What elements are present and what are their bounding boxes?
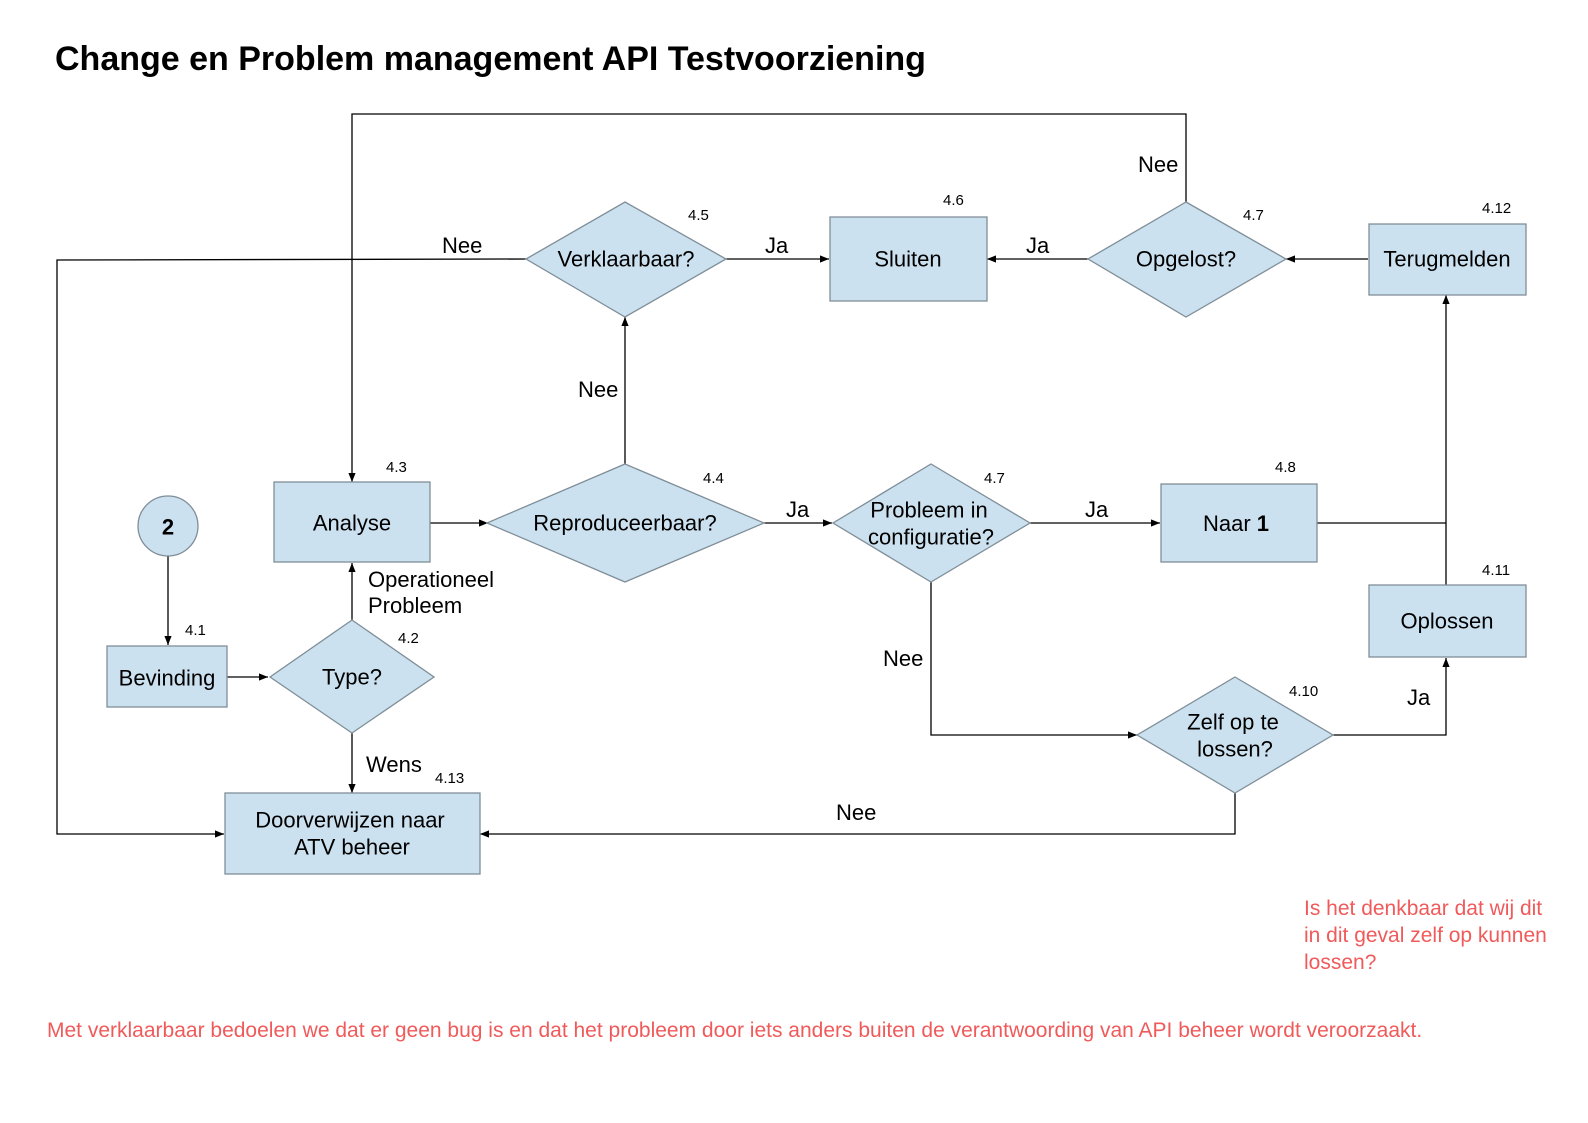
- edge-label-repro-nee: Nee: [578, 377, 618, 402]
- zelfop-diamond: [1135, 676, 1335, 794]
- type-label: Type?: [322, 665, 382, 690]
- start-connector-node: [137, 495, 199, 557]
- connectors: [56, 113, 1450, 838]
- edge-label-zelf-nee: Nee: [836, 800, 876, 825]
- analyse-number: 4.3: [386, 459, 407, 476]
- reproduceerbaar-diamond: [485, 463, 766, 583]
- zelfop-number: 4.10: [1289, 683, 1318, 700]
- verklaarbaar-label: Verklaarbaar?: [558, 247, 695, 272]
- doorverwijzen-label-line2: ATV beheer: [294, 835, 410, 860]
- edge-opgelost-to-analyse: [348, 113, 1187, 482]
- diagram-title: Change en Problem management API Testvoo…: [55, 40, 926, 78]
- opgelost-diamond: [1086, 201, 1288, 318]
- verklaarbaar-diamond: [524, 201, 728, 318]
- oplossen-number: 4.11: [1482, 562, 1510, 579]
- edge-label-operationeel-line2: Probleem: [368, 593, 462, 618]
- oplossen-label: Oplossen: [1401, 609, 1494, 634]
- step-numbers: 4.1 4.2 4.3 4.4 4.5 4.6 4.7 4.12 4.7 4.8…: [185, 192, 1511, 787]
- naar1-number: 4.8: [1275, 459, 1296, 476]
- doorverwijzen-label-line1: Doorverwijzen naar: [255, 808, 445, 833]
- edge-label-config-ja: Ja: [1085, 497, 1109, 522]
- configuratie-label-line1: Probleem in: [870, 498, 987, 523]
- edge-zelfop-to-doorverwijzen: [480, 793, 1236, 838]
- edge-label-opgelost-nee: Nee: [1138, 152, 1178, 177]
- naar1-label: Naar 1: [1203, 511, 1269, 536]
- note-zelf-oplossen: Is het denkbaar dat wij dit in dit geval…: [1304, 897, 1547, 974]
- configuratie-label-line2: configuratie?: [868, 525, 994, 550]
- edge-label-wens: Wens: [366, 752, 422, 777]
- naar1-label-number: 1: [1257, 511, 1269, 536]
- edge-label-opgelost-ja: Ja: [1026, 233, 1050, 258]
- edge-label-verklaar-ja: Ja: [765, 233, 789, 258]
- edge-configuratie-to-zelfop: [930, 582, 1137, 739]
- oplossen-box: [1368, 584, 1527, 658]
- configuratie-number: 4.7: [984, 470, 1005, 487]
- analyse-box: [273, 481, 431, 563]
- edge-zelfop-to-oplossen: [1333, 658, 1450, 736]
- terugmelden-number: 4.12: [1482, 200, 1511, 217]
- naar1-label-prefix: Naar: [1203, 511, 1257, 536]
- terugmelden-label: Terugmelden: [1383, 247, 1510, 272]
- doorverwijzen-box: [224, 792, 481, 875]
- edge-label-zelf-ja: Ja: [1407, 685, 1431, 710]
- opgelost-label: Opgelost?: [1136, 247, 1236, 272]
- edge-label-verklaar-nee: Nee: [442, 233, 482, 258]
- naar1-box: [1160, 483, 1318, 563]
- shapes: [106, 201, 1527, 875]
- node-labels: 2 Bevinding Type? Analyse Reproduceerbaa…: [119, 247, 1511, 860]
- type-diamond: [268, 619, 436, 734]
- note-verklaarbaar: Met verklaarbaar bedoelen we dat er geen…: [47, 1019, 1423, 1042]
- terugmelden-box: [1368, 223, 1527, 296]
- start-label: 2: [162, 515, 174, 540]
- zelfop-label-line2: lossen?: [1197, 737, 1273, 762]
- type-number: 4.2: [398, 630, 419, 647]
- edge-labels: Operationeel Probleem Wens Ja Nee Ja Nee…: [366, 152, 1431, 825]
- edge-label-config-nee: Nee: [883, 646, 923, 671]
- zelfop-label-line1: Zelf op te: [1187, 710, 1279, 735]
- edge-label-operationeel-line1: Operationeel: [368, 567, 494, 592]
- edge-label-repro-ja: Ja: [786, 497, 810, 522]
- bevinding-label: Bevinding: [119, 666, 216, 691]
- reproduceerbaar-label: Reproduceerbaar?: [533, 511, 716, 536]
- doorverwijzen-number: 4.13: [435, 770, 464, 787]
- sluiten-box: [829, 216, 988, 302]
- verklaarbaar-number: 4.5: [688, 207, 709, 224]
- sluiten-number: 4.6: [943, 192, 964, 209]
- configuratie-diamond: [831, 463, 1032, 583]
- bevinding-number: 4.1: [185, 622, 206, 639]
- sluiten-label: Sluiten: [874, 247, 941, 272]
- opgelost-number: 4.7: [1243, 207, 1264, 224]
- bevinding-box: [106, 645, 228, 708]
- reproduceerbaar-number: 4.4: [703, 470, 724, 487]
- edge-verklaarbaar-to-doorverwijzen: [56, 258, 527, 838]
- analyse-label: Analyse: [313, 511, 391, 536]
